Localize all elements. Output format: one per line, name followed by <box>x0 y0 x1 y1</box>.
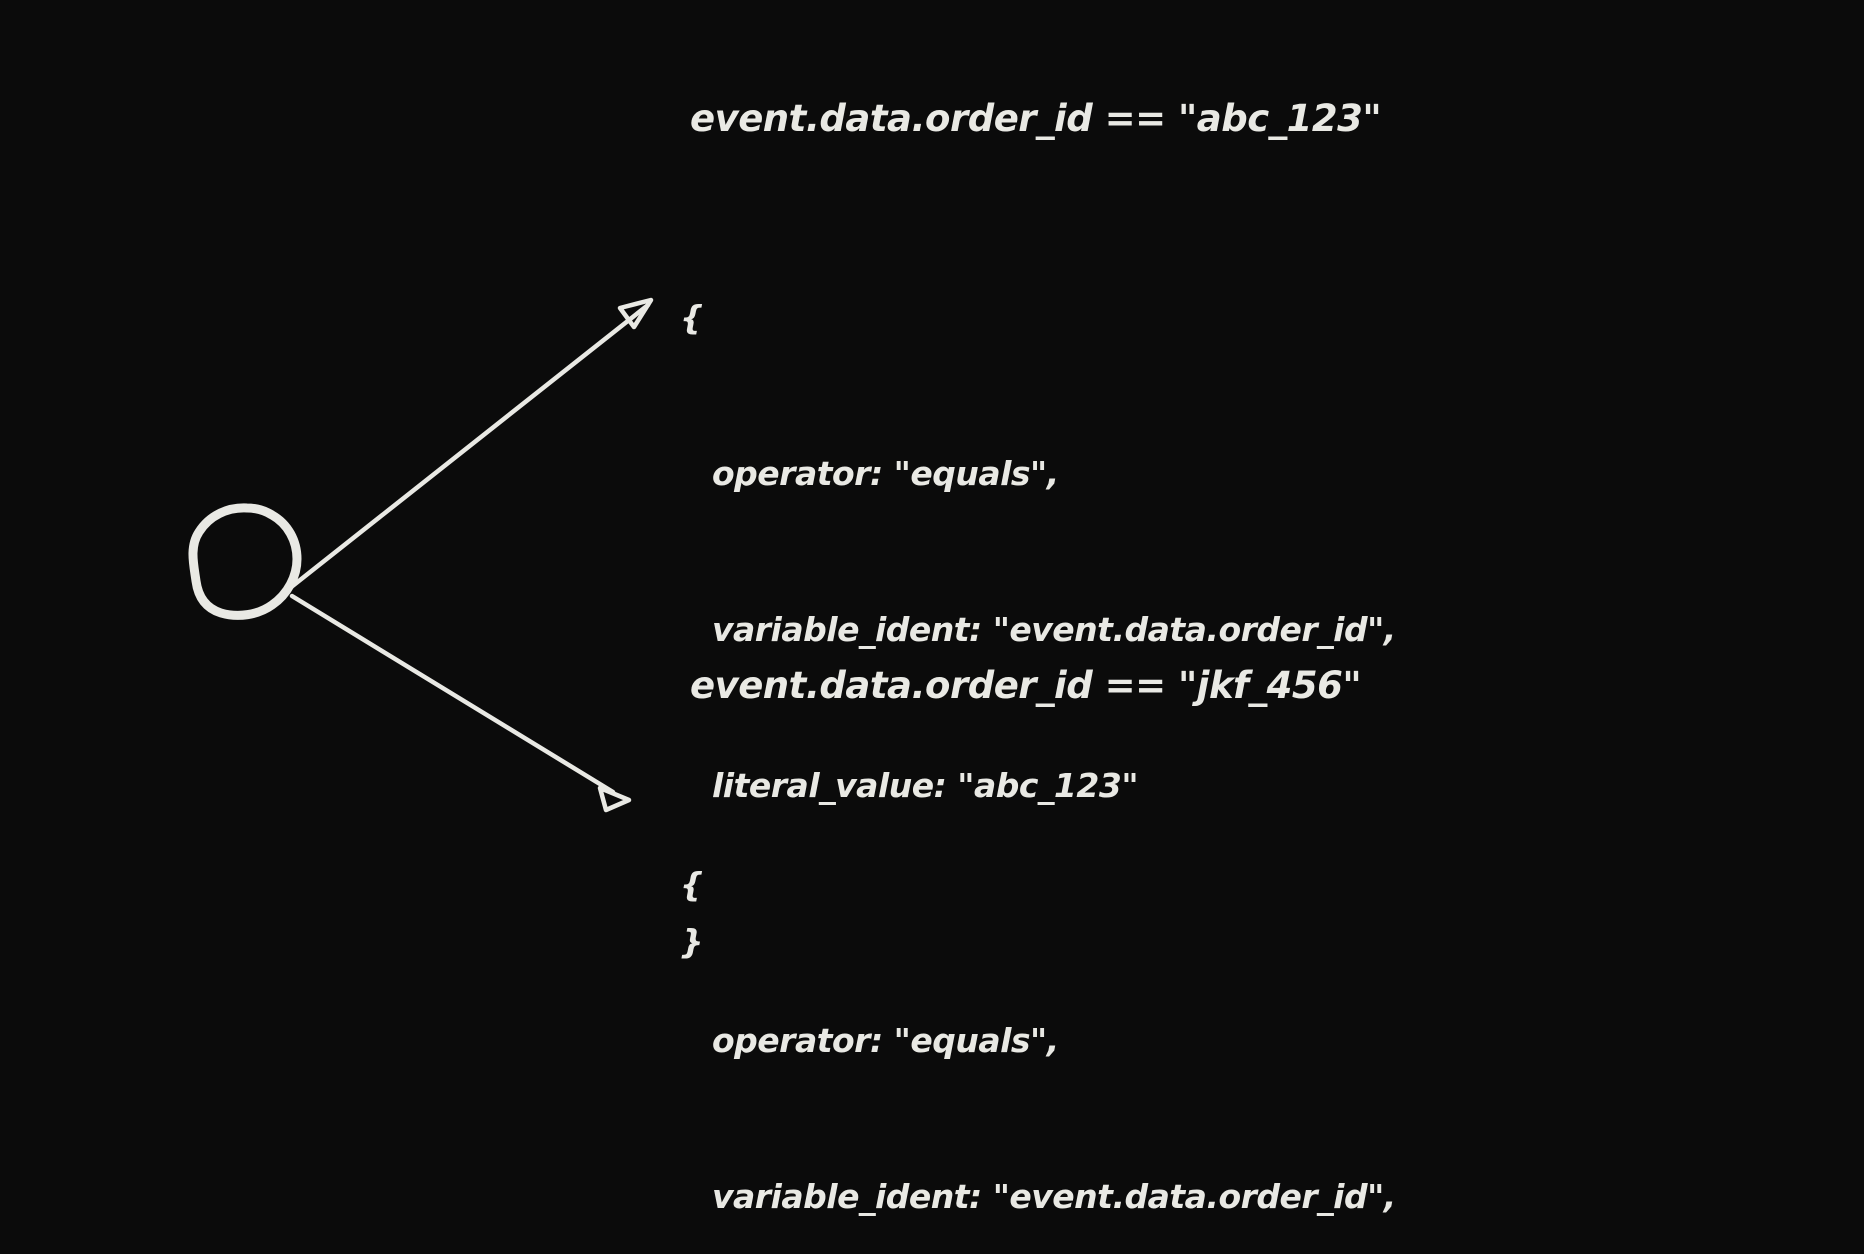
branch-1-code-line-literal-value: literal_value: "abc_123" <box>712 766 1139 805</box>
edge-to-branch-2-arrowhead <box>597 785 632 813</box>
edge-to-branch-2-line[interactable] <box>289 593 616 795</box>
branch-2-code-line-variable-ident: variable_ident: "event.data.order_id", <box>712 1177 1396 1216</box>
branch-1-close-brace: } <box>680 922 703 961</box>
branch-1-expression: event.data.order_id == "abc_123" <box>690 97 1382 140</box>
branch-2-open-brace: { <box>680 865 703 904</box>
branch-1-code-line-variable-ident: variable_ident: "event.data.order_id", <box>712 610 1396 649</box>
branch-2-code-block: { operator: "equals", variable_ident: "e… <box>680 755 1396 1254</box>
branch-1-open-brace: { <box>680 298 703 337</box>
edge-to-branch-1-line[interactable] <box>287 302 651 591</box>
branch-1-code-line-operator: operator: "equals", <box>712 454 1059 493</box>
branch-2-code-line-operator: operator: "equals", <box>712 1021 1059 1060</box>
branch-1-code-block: { operator: "equals", variable_ident: "e… <box>680 188 1396 1072</box>
branch-2-expression: event.data.order_id == "jkf_456" <box>690 664 1362 707</box>
root-node-circle[interactable] <box>188 503 302 620</box>
edge-to-branch-1-arrowhead <box>617 297 654 330</box>
